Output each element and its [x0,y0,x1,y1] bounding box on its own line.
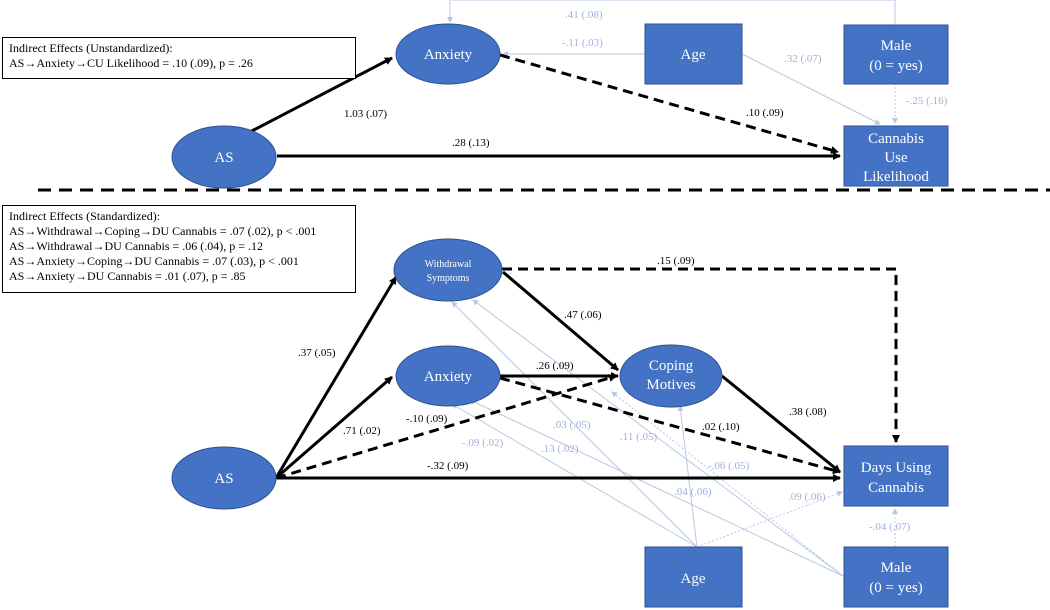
edge-label-male-outcome-top: -.25 (.16) [906,95,948,107]
node-outcome [843,445,949,507]
indirect-effect-line: AS→Anxiety→Coping→DU Cannabis = .07 (.03… [9,254,299,268]
path-male-anxiety [469,399,844,577]
edge-label-anxiety-coping: .26 (.09) [536,360,574,372]
edge-label-male-outcome: -.04 (.07) [869,521,911,533]
edge-label-male-withdrawal: .11 (.05) [620,431,658,443]
path-male-anxiety-top [447,0,896,27]
node-withdrawal [393,238,503,302]
node-as [171,446,277,510]
path-male-withdrawal [472,299,844,577]
edge-label-male-anxiety-top: .41 (.08) [565,9,603,21]
path-age-withdrawal [451,301,698,548]
node-anxiety-label: Anxiety [424,369,473,385]
path-withdrawal-coping [502,270,619,372]
indirect-effect-line: AS→Withdrawal→Coping→DU Cannabis = .07 (… [9,224,317,238]
edge-label-as-coping: -.10 (.09) [406,413,448,425]
path-as-coping [275,374,617,480]
node-male-top [843,24,949,85]
node-withdrawal-label-2: Symptoms [427,273,470,284]
node-age [644,546,743,608]
indirect-effects-box-top: Indirect Effects (Unstandardized): AS→An… [2,37,356,79]
node-outcome-label-1: Days Using [861,460,932,476]
node-male-label-1: Male [881,560,912,576]
path-withdrawal-outcome [502,267,900,443]
indirect-effects-title-bottom: Indirect Effects (Standardized): [9,209,161,223]
path-male-coping [611,391,844,577]
indirect-effects-box-bottom: Indirect Effects (Standardized): AS→With… [2,205,356,293]
node-as-top-label: AS [214,150,233,166]
edge-label-coping-outcome: .38 (.08) [789,406,827,418]
node-age-label: Age [681,571,706,587]
node-age-top-label: Age [681,47,706,63]
indirect-effect-line: AS→Anxiety→DU Cannabis = .01 (.07), p = … [9,269,246,283]
node-male [843,546,949,608]
edge-label-age-anxiety: -.09 (.02) [462,437,504,449]
path-age-anxiety [451,403,698,548]
node-as-top [171,125,277,189]
node-coping-label-2: Motives [646,377,695,393]
edge-label-withdrawal-coping: .47 (.06) [564,309,602,321]
path-as-anxiety [275,375,393,480]
node-as-label: AS [214,471,233,487]
edge-label-age-coping: .04 (.06) [674,486,712,498]
edge-label-age-anxiety-top: -.11 (.03) [562,37,603,49]
path-coping-outcome [721,374,841,474]
edge-label-withdrawal-outcome: .15 (.09) [657,255,695,267]
node-anxiety-top-label: Anxiety [424,47,473,63]
edge-label-as-anxiety: .71 (.02) [343,425,381,437]
edge-label-age-outcome-top: .32 (.07) [784,53,822,65]
node-age-top [644,23,743,85]
node-male-top-label-2: (0 = yes) [869,58,922,74]
indirect-effect-line: AS→Anxiety→CU Likelihood = .10 (.09), p … [9,56,253,70]
node-outcome-top-label-1: Cannabis [868,131,924,147]
path-anxiety-outcome-top [499,53,839,154]
node-coping-label-1: Coping [649,358,694,374]
path-anxiety-outcome [499,376,841,474]
edge-label-age-withdrawal: .03 (.05) [553,419,591,431]
node-coping [619,344,723,408]
edge-label-as-outcome-top: .28 (.13) [452,137,490,149]
edge-label-male-coping: -.06 (.05) [708,460,750,472]
node-outcome-top-label-3: Likelihood [863,169,929,185]
path-as-withdrawal [274,276,398,479]
node-outcome-label-2: Cannabis [868,480,924,496]
node-male-label-2: (0 = yes) [869,580,922,596]
path-age-outcome [696,490,843,548]
path-as-anxiety-top [247,56,393,135]
edge-label-male-anxiety: .13 (.02) [541,443,579,455]
node-outcome-top [843,125,949,187]
indirect-effect-line: AS→Withdrawal→DU Cannabis = .06 (.04), p… [9,239,264,253]
edge-label-as-anxiety-top: 1.03 (.07) [344,108,387,120]
node-male-top-label-1: Male [881,38,912,54]
node-outcome-top-label-2: Use [884,150,908,166]
edge-label-anxiety-outcome-top: .10 (.09) [746,107,784,119]
indirect-effects-title-top: Indirect Effects (Unstandardized): [9,41,173,55]
node-withdrawal-label-1: Withdrawal [425,259,472,270]
edge-label-age-outcome: .09 (.06) [788,491,826,503]
edge-label-as-withdrawal: .37 (.05) [298,347,336,359]
edge-label-anxiety-outcome: .02 (.10) [702,421,740,433]
edge-label-as-outcome: -.32 (.09) [427,460,469,472]
path-age-outcome-top [741,53,881,125]
node-anxiety [395,345,501,407]
node-anxiety-top [395,23,501,85]
